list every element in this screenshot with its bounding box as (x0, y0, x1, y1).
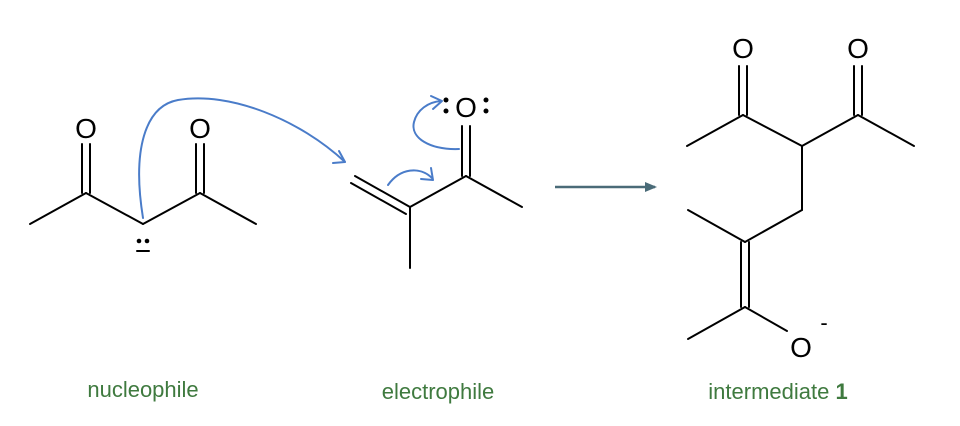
bond (687, 306, 746, 340)
oxygen-atom: O (847, 33, 869, 64)
bond (29, 192, 87, 225)
bond (744, 306, 788, 332)
electrophile-structure: O (350, 92, 523, 269)
oxygen-atom: O (790, 332, 812, 363)
curly-arrow-nucleophilic-attack (138, 97, 346, 219)
oxygen-atom: O (455, 92, 477, 123)
bond (686, 114, 744, 147)
intermediate-number: 1 (835, 379, 847, 404)
oxygen-atom: O (75, 113, 97, 144)
lone-pair-dot (144, 238, 150, 244)
bond (354, 175, 411, 208)
intermediate-caption: intermediate 1 (708, 379, 847, 404)
lone-pair-dot (483, 97, 489, 103)
lone-pair-dot (483, 108, 489, 114)
bond (742, 114, 803, 147)
bond (142, 192, 201, 225)
lone-pair-dot (443, 108, 449, 114)
lone-pair-dot (443, 97, 449, 103)
electrophile-caption: electrophile (382, 379, 495, 404)
bond (465, 175, 523, 208)
nucleophile-structure: O O (29, 113, 257, 252)
bond (350, 182, 407, 215)
bond (85, 192, 144, 225)
bond (744, 209, 803, 243)
negative-charge: - (820, 310, 827, 335)
oxygen-atom: O (189, 113, 211, 144)
bond (801, 114, 859, 147)
intermediate-structure: O O O - (686, 33, 915, 363)
nucleophile-caption: nucleophile (87, 377, 198, 402)
intermediate-caption-text: intermediate (708, 379, 835, 404)
curly-arrow-carbonyl-to-oxygen (412, 95, 460, 151)
bond (687, 209, 746, 243)
bond (199, 192, 257, 225)
bond (409, 175, 467, 208)
lone-pair-dot (136, 238, 142, 244)
curly-arrow-pi-shift (387, 167, 434, 186)
oxygen-atom: O (732, 33, 754, 64)
bond (857, 114, 915, 147)
